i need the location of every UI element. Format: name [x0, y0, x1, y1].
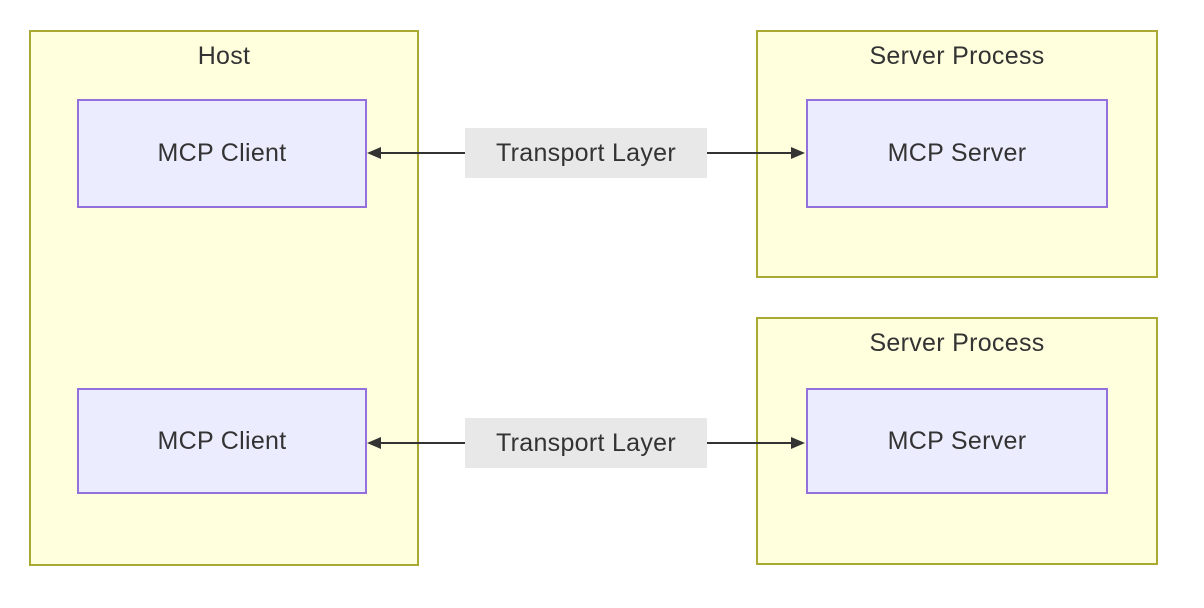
transport-edge-label-2: Transport Layer	[465, 418, 707, 468]
transport-edge-label-1: Transport Layer	[465, 128, 707, 178]
host-title: Host	[197, 42, 251, 70]
left-arrowhead-icon	[367, 437, 381, 449]
right-arrowhead-icon	[791, 437, 805, 449]
mcp-client-node-2: MCP Client	[77, 388, 367, 494]
server-process-title-1: Server Process	[869, 42, 1045, 70]
mcp-client-node-1: MCP Client	[77, 99, 367, 208]
mcp-client-label-1: MCP Client	[157, 139, 287, 167]
right-arrowhead-icon	[791, 147, 805, 159]
mcp-server-node-1: MCP Server	[806, 99, 1108, 208]
mcp-server-label-2: MCP Server	[887, 426, 1027, 455]
mcp-server-node-2: MCP Server	[806, 388, 1108, 494]
left-arrowhead-icon	[367, 147, 381, 159]
mcp-server-label-1: MCP Server	[887, 139, 1027, 167]
server-process-title-2: Server Process	[869, 329, 1045, 357]
mcp-client-label-2: MCP Client	[157, 426, 287, 455]
